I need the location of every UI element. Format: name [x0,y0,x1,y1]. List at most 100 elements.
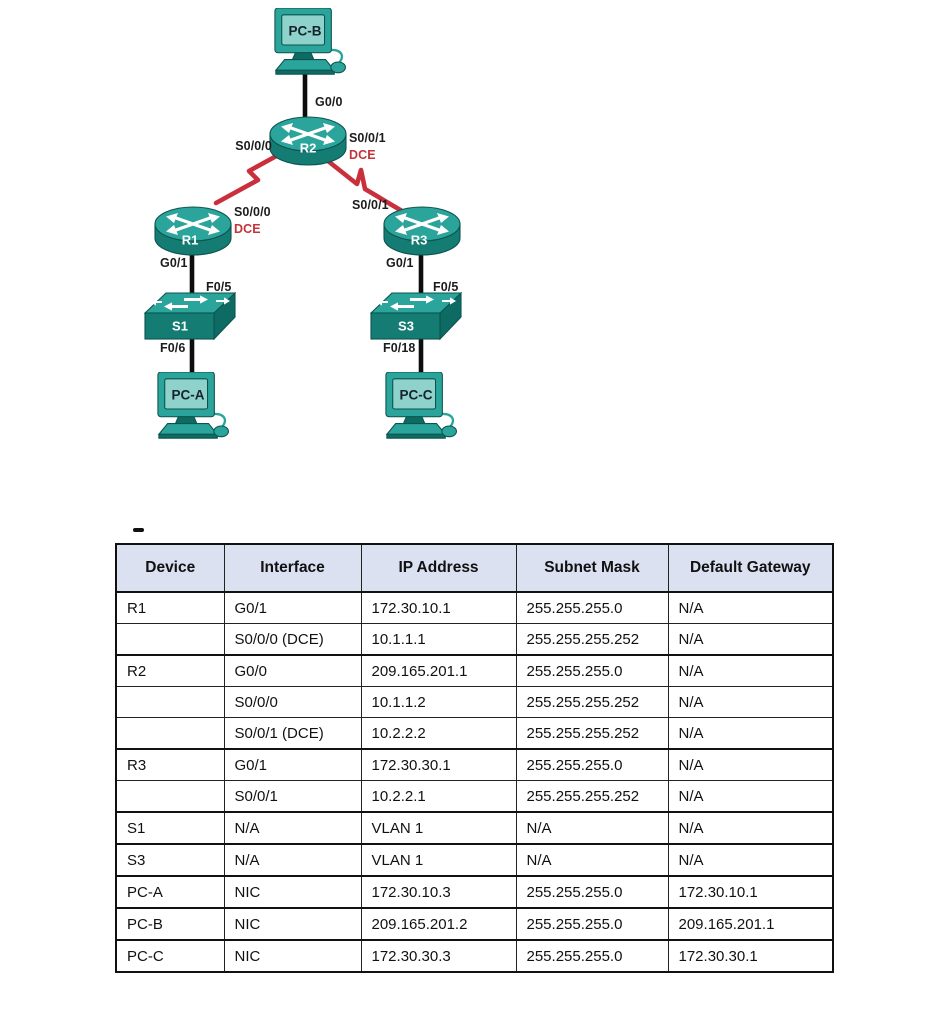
device-label-pc-c: PC-C [399,387,433,403]
serial-link-r2-r3 [325,158,405,214]
interface-label-s1-f0-5: F0/5 [206,280,232,294]
cell-mask: 255.255.255.252 [515,623,669,656]
cell-ip: 10.2.2.2 [360,717,517,750]
column-header-ip-address: IP Address [360,543,517,593]
column-header-default-gateway: Default Gateway [667,543,834,593]
cell-device: PC-B [115,907,225,941]
cell-gateway: N/A [667,748,834,781]
cell-interface: N/A [223,811,362,845]
cell-ip: VLAN 1 [360,811,517,845]
interface-label-g0-0: G0/0 [315,95,343,109]
table-header-row: Device Interface IP Address Subnet Mask … [115,543,834,593]
cell-gateway: N/A [667,591,834,624]
cell-interface: NIC [223,875,362,909]
dce-label-r2: DCE [349,148,376,162]
cell-ip: 172.30.30.1 [360,748,517,781]
switch-s1-icon [144,292,236,340]
cell-gateway: 172.30.30.1 [667,939,834,973]
interface-label-r1-s0-0-0: S0/0/0 [234,205,271,219]
switch-s3-icon [370,292,462,340]
cell-interface: G0/1 [223,591,362,624]
cell-ip: 10.2.2.1 [360,780,517,813]
interface-label-r3-s0-0-1: S0/0/1 [352,198,389,212]
interface-label-r3-g0-1: G0/1 [386,256,414,270]
cell-ip: 10.1.1.2 [360,686,517,718]
device-label-r2: R2 [299,140,317,156]
cell-gateway: 209.165.201.1 [667,907,834,941]
cell-ip: 10.1.1.1 [360,623,517,656]
device-label-r3: R3 [410,232,428,248]
cell-interface: S0/0/0 (DCE) [223,623,362,656]
cell-device: S3 [115,843,225,877]
cell-interface: S0/0/0 [223,686,362,718]
cell-interface: NIC [223,907,362,941]
cell-ip: 209.165.201.1 [360,654,517,687]
cell-gateway: N/A [667,686,834,718]
interface-label-s3-f0-18: F0/18 [383,341,416,355]
cell-ip: 172.30.10.1 [360,591,517,624]
cell-mask: 255.255.255.252 [515,780,669,813]
device-label-pc-a: PC-A [171,387,205,403]
cell-interface: N/A [223,843,362,877]
cell-interface: G0/0 [223,654,362,687]
column-header-device: Device [115,543,225,593]
cell-device [115,686,225,718]
cell-device: S1 [115,811,225,845]
cell-device: R1 [115,591,225,624]
cell-mask: 255.255.255.0 [515,907,669,941]
cell-device [115,780,225,813]
cell-ip: 172.30.10.3 [360,875,517,909]
device-label-s1: S1 [172,318,188,334]
interface-label-r1-g0-1: G0/1 [160,256,188,270]
cell-mask: 255.255.255.0 [515,939,669,973]
addressing-table: Device Interface IP Address Subnet Mask … [115,543,834,973]
cell-interface: S0/0/1 [223,780,362,813]
cell-gateway: N/A [667,623,834,656]
cell-gateway: N/A [667,843,834,877]
cell-mask: 255.255.255.252 [515,717,669,750]
network-topology-diagram: PC-B R2 R1 R3 S1 S3 PC-A PC-C G0/0 S0/0/… [144,8,462,440]
dce-label-r1: DCE [234,222,261,236]
serial-link-r1-r2 [213,151,283,206]
cell-ip: 172.30.30.3 [360,939,517,973]
column-header-subnet-mask: Subnet Mask [515,543,669,593]
interface-label-s3-f0-5: F0/5 [433,280,459,294]
cell-gateway: N/A [667,654,834,687]
router-r3-icon [382,205,462,257]
cell-gateway: 172.30.10.1 [667,875,834,909]
cell-gateway: N/A [667,811,834,845]
cell-device: R3 [115,748,225,781]
device-label-r1: R1 [181,232,199,248]
cell-device: PC-C [115,939,225,973]
topology-canvas [144,8,462,440]
cell-interface: S0/0/1 (DCE) [223,717,362,750]
cell-mask: N/A [515,843,669,877]
cell-mask: 255.255.255.0 [515,654,669,687]
dash-mark [133,528,144,532]
cell-mask: N/A [515,811,669,845]
cell-device: PC-A [115,875,225,909]
column-header-interface: Interface [223,543,362,593]
cell-device: R2 [115,654,225,687]
cell-gateway: N/A [667,780,834,813]
cell-mask: 255.255.255.0 [515,591,669,624]
cell-device [115,623,225,656]
cell-interface: NIC [223,939,362,973]
device-label-pc-b: PC-B [288,23,322,39]
pc-b-icon [273,8,347,76]
cell-mask: 255.255.255.0 [515,875,669,909]
interface-label-r2-s0-0-1: S0/0/1 [349,131,386,145]
